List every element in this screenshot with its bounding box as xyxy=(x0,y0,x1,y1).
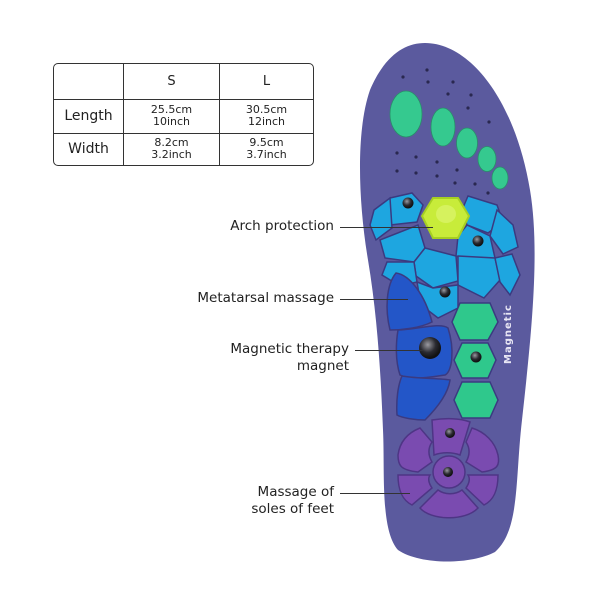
magnet-studs xyxy=(402,197,484,477)
callout-soles-line2: soles of feet xyxy=(251,501,334,517)
leader-line-magnet xyxy=(355,350,423,352)
length-l-cell: 30.5cm 12inch xyxy=(220,99,313,133)
width-s-inch: 3.2inch xyxy=(151,148,192,161)
callout-soles-line1: Massage of xyxy=(257,484,334,500)
callout-metatarsal-massage: Metatarsal massage xyxy=(197,290,334,306)
table-row-length: Length 25.5cm 10inch 30.5cm 12inch xyxy=(54,99,313,134)
width-l-cm: 9.5cm xyxy=(249,136,284,149)
header-size-l: L xyxy=(262,74,271,89)
row-label-length: Length xyxy=(54,99,124,133)
length-s-cm: 25.5cm xyxy=(150,103,193,116)
length-s-cell: 25.5cm 10inch xyxy=(124,99,220,133)
callout-magnetic-line2: magnet xyxy=(296,358,349,374)
length-s-inch: 10inch xyxy=(152,115,191,128)
callout-magnetic-therapy: Magnetic therapy magnet xyxy=(170,341,349,375)
callout-arch-protection: Arch protection xyxy=(230,218,334,234)
row-label-width: Width xyxy=(54,133,124,165)
leader-line-arch xyxy=(340,227,433,229)
size-table: S L Length 25.5cm 10inch 30.5cm 12inch W… xyxy=(53,63,314,166)
length-l-cm: 30.5cm xyxy=(245,103,288,116)
perforation-holes xyxy=(395,68,491,195)
table-header-row: S L xyxy=(54,64,313,100)
leader-line-metatarsal xyxy=(340,299,408,301)
width-s-cell: 8.2cm 3.2inch xyxy=(124,133,220,165)
width-l-cell: 9.5cm 3.7inch xyxy=(220,133,313,165)
callout-soles-massage: Massage of soles of feet xyxy=(200,484,334,518)
leader-line-soles xyxy=(340,493,410,495)
magnetic-imprint-text: Magnetic xyxy=(503,304,514,364)
callout-magnetic-line1: Magnetic therapy xyxy=(230,341,349,357)
table-row-width: Width 8.2cm 3.2inch 9.5cm 3.7inch xyxy=(54,133,313,165)
green-hex-pads xyxy=(451,302,499,419)
length-l-inch: 12inch xyxy=(247,115,286,128)
header-size-s: S xyxy=(124,64,220,99)
header-empty-cell xyxy=(54,64,124,99)
main-magnet xyxy=(419,337,441,359)
width-l-inch: 3.7inch xyxy=(246,148,287,161)
toe-pads xyxy=(389,90,509,190)
width-s-cm: 8.2cm xyxy=(154,136,189,149)
